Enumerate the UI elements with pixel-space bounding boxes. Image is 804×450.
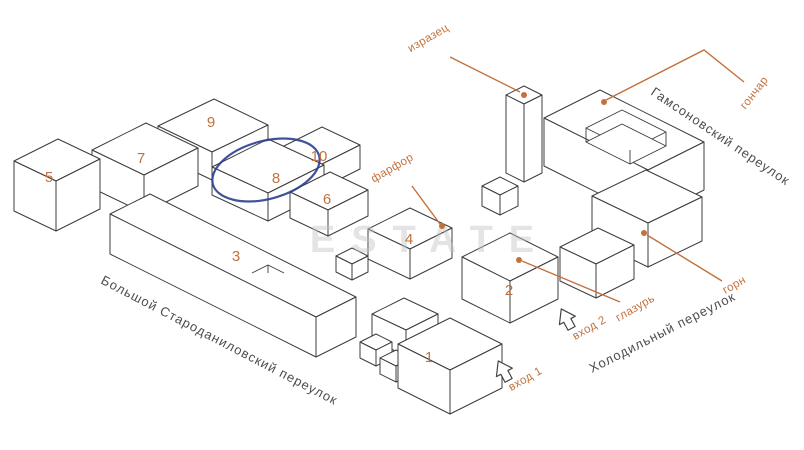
building-9-number: 9 (207, 114, 215, 131)
small-cube-c (481, 176, 519, 216)
building-6 (289, 171, 369, 237)
building-3-number: 3 (232, 248, 240, 265)
building-10-number: 10 (311, 148, 328, 165)
building-4-number: 4 (405, 231, 413, 248)
building-5-number: 5 (45, 169, 53, 186)
entrance2-arrow-icon (558, 308, 576, 331)
gonchar-dot (601, 99, 607, 105)
building-2-number: 2 (505, 282, 513, 299)
gorn-dot (641, 230, 647, 236)
building-5 (13, 138, 101, 232)
tower-izrazets (505, 85, 543, 183)
watermark: ESTATE (310, 219, 550, 261)
glazur-dot (516, 257, 522, 263)
leader-lines (411, 49, 745, 303)
building-4 (367, 207, 453, 280)
small-annex-cube (335, 247, 369, 281)
farfor-dot (439, 223, 445, 229)
building-7 (91, 122, 199, 214)
building-8-number: 8 (272, 170, 280, 187)
building-2 (461, 232, 559, 324)
highlight-ellipse (211, 137, 321, 203)
building-1-number: 1 (425, 349, 433, 366)
entrance1-arrow-icon (495, 360, 513, 383)
izrazets-dot (521, 92, 527, 98)
building-6-number: 6 (323, 191, 331, 208)
building-3 (109, 193, 357, 358)
building-1 (397, 317, 503, 415)
building-7-number: 7 (137, 150, 145, 167)
bottom-wing (559, 227, 635, 299)
